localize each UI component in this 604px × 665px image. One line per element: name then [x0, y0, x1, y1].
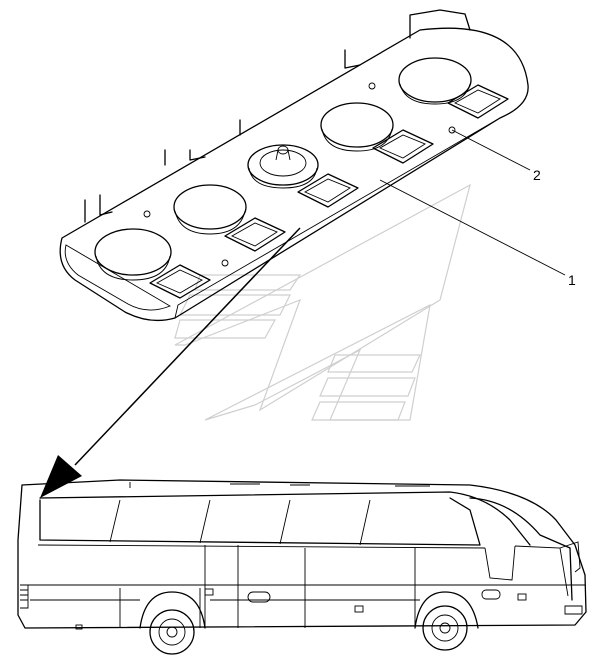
callout-1-label: 1 [568, 272, 576, 288]
callout-2-leader [451, 129, 531, 171]
screw [143, 82, 456, 267]
call-button-4 [372, 129, 434, 164]
watermark-logo [174, 183, 471, 421]
bus-side-view [17, 479, 587, 655]
call-button-5 [447, 84, 509, 119]
overhead-control-panel [59, 9, 529, 322]
reading-light-2 [173, 184, 247, 230]
reading-light-4 [398, 57, 472, 103]
callout-2-label: 2 [533, 167, 541, 183]
call-button-1 [149, 264, 211, 299]
callout-1-leader [379, 179, 566, 276]
reading-light-1 [94, 228, 172, 276]
call-button-3 [297, 173, 359, 208]
air-vent-nozzle [247, 144, 319, 189]
reading-light-3 [320, 102, 394, 148]
call-button-2 [224, 217, 286, 252]
location-arrow [40, 227, 301, 498]
